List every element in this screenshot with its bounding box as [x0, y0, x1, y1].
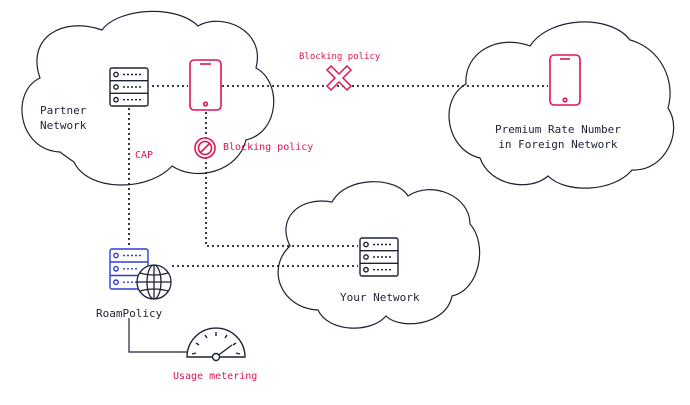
roampolicy-label: RoamPolicy [96, 307, 163, 320]
server-icon [359, 237, 399, 277]
phone-to-your-network-link [205, 112, 358, 247]
gauge-icon [186, 327, 246, 362]
your-network-label: Your Network [340, 291, 420, 304]
mobile-phone-icon [549, 54, 581, 106]
cap-label: CAP [135, 150, 154, 161]
connection-lines [128, 85, 548, 267]
x-cross-icon [325, 64, 353, 92]
no-entry-icon [194, 137, 216, 159]
meter-link [128, 318, 188, 353]
blocking-policy-top-label: Blocking policy [299, 52, 381, 62]
server-icon [109, 67, 149, 107]
premium-rate-label: Premium Rate Number in Foreign Network [495, 123, 621, 151]
partner-network-label: Partner Network [40, 104, 87, 132]
blocking-policy-mid-label: Blocking policy [223, 142, 314, 153]
mobile-phone-icon [189, 59, 222, 111]
globe-icon [136, 264, 172, 300]
usage-metering-label: Usage metering [173, 371, 258, 382]
